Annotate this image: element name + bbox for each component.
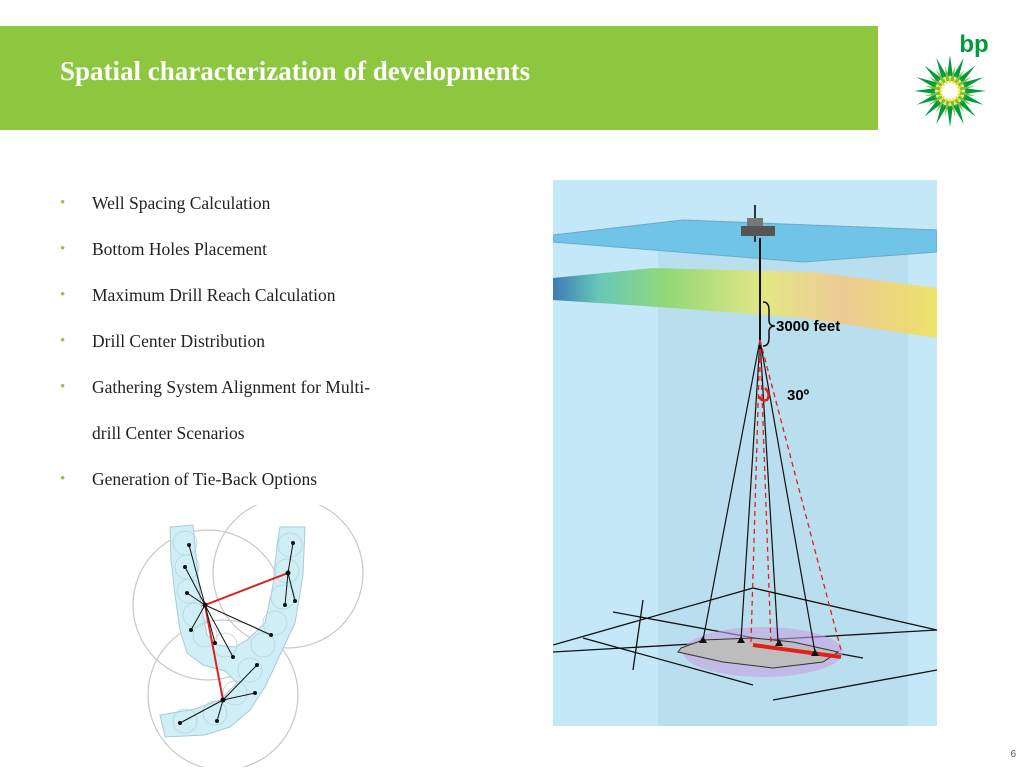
bullet-text: Drill Center Distribution — [92, 331, 266, 351]
reach-cone — [750, 339, 842, 651]
bullet-dot: • — [60, 241, 66, 257]
bullet-text-continued: drill Center Scenarios — [92, 423, 245, 443]
horizon-surface — [553, 268, 937, 338]
bullet-gathering-system: • Gathering System Alignment for Multi- … — [60, 364, 500, 456]
logo-text: bp — [959, 31, 988, 58]
wellhead-markers — [699, 636, 819, 656]
angle-label: 30º — [787, 387, 810, 404]
bullet-dot: • — [60, 195, 66, 211]
bp-logo: bp — [908, 28, 996, 132]
header-bar — [0, 26, 878, 130]
bullet-text: Well Spacing Calculation — [92, 193, 271, 213]
reach-segment — [752, 643, 842, 659]
reservoir-outline — [159, 524, 306, 738]
platform-icon — [741, 205, 775, 242]
slide-title: Spatial characterization of developments — [60, 56, 531, 86]
depth-label: 3000 feet — [776, 318, 841, 335]
bullet-text: Generation of Tie-Back Options — [92, 469, 318, 489]
depth-brace — [762, 301, 776, 347]
bullet-dot: • — [60, 287, 66, 303]
page-number: 6 — [1010, 749, 1016, 760]
helios-sunflower-icon — [914, 55, 986, 127]
bullet-max-drill-reach: • Maximum Drill Reach Calculation — [60, 272, 500, 318]
well-reach-3d-diagram: 3000 feet 30º — [552, 180, 938, 726]
bullet-bottom-holes: • Bottom Holes Placement — [60, 226, 500, 272]
angle-arc — [757, 387, 770, 402]
bullet-dot: • — [60, 333, 66, 349]
bullet-dot: • — [60, 379, 66, 395]
drill-center-network-diagram — [125, 497, 375, 771]
bullet-well-spacing: • Well Spacing Calculation — [60, 180, 500, 226]
well-lines — [179, 542, 296, 724]
bullet-text: Maximum Drill Reach Calculation — [92, 285, 336, 305]
bullet-tie-back: • Generation of Tie-Back Options — [60, 456, 500, 502]
bullet-drill-center: • Drill Center Distribution — [60, 318, 500, 364]
bullet-list: • Well Spacing Calculation • Bottom Hole… — [60, 180, 500, 502]
bullet-dot: • — [60, 471, 66, 487]
bullet-text: Bottom Holes Placement — [92, 239, 267, 259]
tie-back-lines — [204, 572, 289, 701]
bullet-text: Gathering System Alignment for Multi- — [92, 377, 371, 397]
well-points — [178, 541, 297, 725]
